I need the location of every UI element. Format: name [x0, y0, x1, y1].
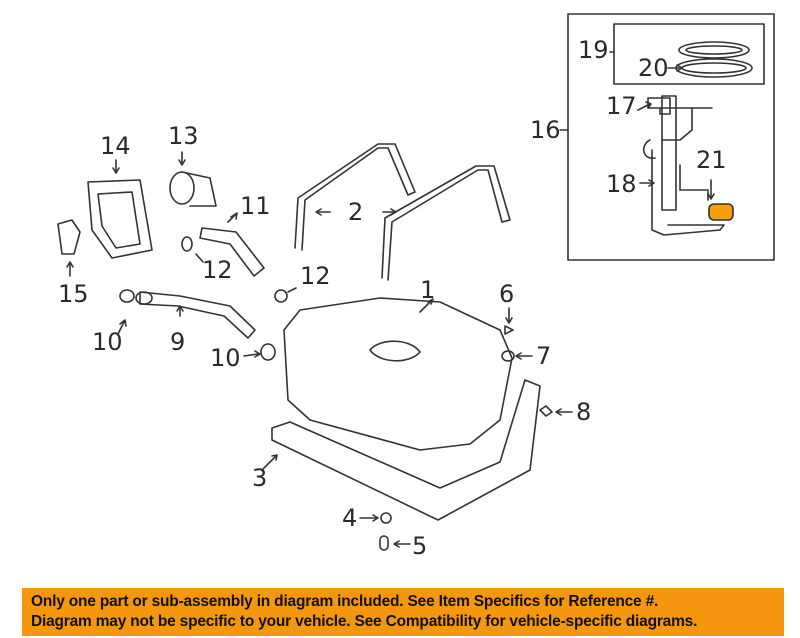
callout-8: 8	[576, 398, 592, 426]
callout-2: 2	[348, 198, 364, 226]
callout-15: 15	[58, 280, 89, 308]
callout-17: 17	[606, 92, 637, 120]
callout-18: 18	[606, 170, 637, 198]
callout-6: 6	[499, 280, 515, 308]
callout-1: 1	[420, 276, 436, 304]
callout-20: 20	[638, 54, 669, 82]
callout-13: 13	[168, 122, 199, 150]
disclaimer-line-1: Only one part or sub-assembly in diagram…	[31, 593, 659, 610]
inset-box	[567, 13, 775, 261]
callout-12-left: 12	[202, 256, 233, 284]
callout-10-right: 10	[210, 344, 241, 372]
disclaimer-banner: Only one part or sub-assembly in diagram…	[22, 588, 784, 636]
callout-7: 7	[536, 342, 552, 370]
callout-11: 11	[240, 192, 271, 220]
callout-19: 19	[578, 36, 609, 64]
parts-diagram	[57, 13, 775, 551]
inset-box-19	[613, 23, 765, 85]
callout-14: 14	[100, 132, 131, 160]
callout-9: 9	[170, 328, 186, 356]
disclaimer-line-2: Diagram may not be specific to your vehi…	[31, 613, 698, 630]
callout-12-right: 12	[300, 262, 331, 290]
callout-3: 3	[252, 464, 268, 492]
callout-16: 16	[530, 116, 561, 144]
part-21-highlight	[708, 203, 734, 221]
callout-10-left: 10	[92, 328, 123, 356]
callout-4: 4	[342, 504, 358, 532]
callout-21: 21	[696, 146, 727, 174]
callout-5: 5	[412, 532, 428, 560]
